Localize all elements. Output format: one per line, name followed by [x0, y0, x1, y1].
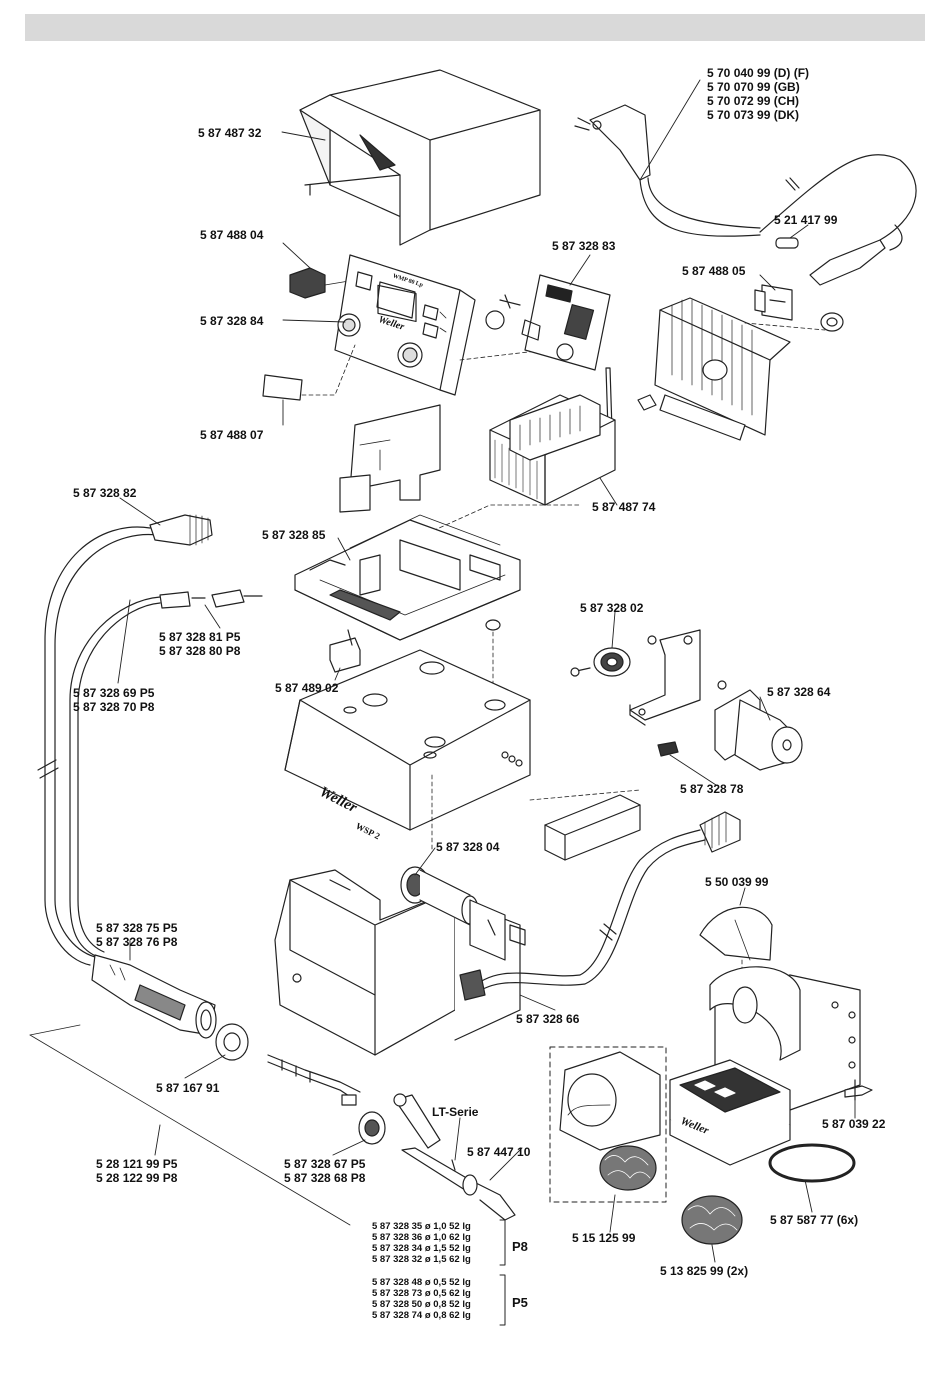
tips-p8-row: 5 87 328 32 ø 1,5 62 lg [372, 1254, 471, 1265]
o-ring-label: 5 87 587 77 (6x) [770, 1213, 859, 1227]
transformer-label: 5 87 487 74 [592, 500, 656, 514]
tips-p5-row: 5 87 328 50 ø 0,8 52 lg [372, 1299, 471, 1310]
station-chassis [274, 869, 521, 1056]
connector-tip-label: 5 87 328 81 P5 5 87 328 80 P8 [159, 630, 240, 658]
motor-bracket [629, 629, 727, 726]
supply-line-p5: 5 87 328 69 P5 [73, 686, 155, 700]
cleaning-tray [669, 1059, 791, 1166]
cleaning-cap [559, 1051, 661, 1151]
transformer [489, 394, 616, 506]
power-cord-label: 5 70 040 99 (D) (F) 5 70 070 99 (GB) 5 7… [707, 66, 809, 122]
tips-p5-row: 5 87 328 48 ø 0,5 52 lg [372, 1277, 471, 1288]
tips-p5-tag: P5 [512, 1295, 528, 1310]
tips-p8-table: 5 87 328 35 ø 1,0 52 lg 5 87 328 36 ø 1,… [372, 1221, 471, 1265]
lt-series-label: LT-Serie [432, 1105, 479, 1119]
tool-cable [37, 514, 213, 966]
blank-plate-label: 5 87 488 07 [200, 428, 264, 442]
tips-p8-row: 5 87 328 36 ø 1,0 62 lg [372, 1232, 471, 1243]
supply-line [69, 589, 263, 959]
tool-set-p5: 5 28 121 99 P5 [96, 1157, 178, 1171]
housing-cover [284, 649, 531, 831]
gear-assembly [570, 635, 657, 677]
feed-tube-label: 5 87 328 67 P5 5 87 328 68 P8 [284, 1157, 365, 1185]
supply-line-p8: 5 87 328 70 P8 [73, 700, 155, 714]
tips-p8-row: 5 87 328 34 ø 1,5 52 lg [372, 1243, 471, 1254]
power-cord-dk: 5 70 073 99 (DK) [707, 108, 800, 122]
feed-tube [267, 1054, 441, 1149]
power-socket [754, 284, 793, 321]
base-label: 5 87 328 85 [262, 528, 326, 542]
power-cord [574, 104, 917, 286]
switch-cap-label: 5 87 328 78 [680, 782, 744, 796]
power-cord-gb: 5 70 070 99 (GB) [707, 80, 800, 94]
drive-roll-label: 5 87 328 04 [436, 840, 500, 854]
feed-hose-label: 5 87 328 66 [516, 1012, 580, 1026]
connector-tip-p5: 5 87 328 81 P5 [159, 630, 241, 644]
steel-wool-2 [681, 1195, 743, 1245]
cleaning-cap-frame [549, 1046, 667, 1203]
tool-set-label: 5 28 121 99 P5 5 28 122 99 P8 [96, 1157, 177, 1185]
handpiece [91, 954, 217, 1039]
insulation-sheet [339, 404, 441, 513]
nozzle [401, 1147, 516, 1221]
wool-label: 5 13 825 99 (2x) [660, 1264, 749, 1278]
leader-lines [117, 79, 856, 1263]
feed-hose [459, 811, 741, 1001]
tips-p5-row: 5 87 328 74 ø 0,8 62 lg [372, 1310, 471, 1321]
nozzle-label: 5 87 447 10 [467, 1145, 531, 1159]
motor-label: 5 87 328 64 [767, 685, 831, 699]
control-pcb [485, 274, 611, 371]
fuse-shape [775, 237, 799, 249]
header-bar [25, 14, 925, 41]
tips-p8-row: 5 87 328 35 ø 1,0 52 lg [372, 1221, 471, 1232]
feed-tube-p5: 5 87 328 67 P5 [284, 1157, 366, 1171]
o-ring-shape [768, 1143, 856, 1183]
nozzle-holder-label: 5 87 039 22 [822, 1117, 886, 1131]
handpiece-p5: 5 87 328 75 P5 [96, 921, 178, 935]
front-panel [334, 254, 476, 396]
tool-set-p8: 5 28 122 99 P8 [96, 1171, 178, 1185]
control-pcb-label: 5 87 328 83 [552, 239, 616, 253]
power-cord-de: 5 70 040 99 (D) (F) [707, 66, 810, 80]
handpiece-label: 5 87 328 75 P5 5 87 328 76 P8 [96, 921, 177, 949]
base-plate [294, 514, 521, 641]
connector-tip-p8: 5 87 328 80 P8 [159, 644, 241, 658]
steel-wool-1 [599, 1145, 657, 1191]
tips-p5-row: 5 87 328 73 ø 0,5 62 lg [372, 1288, 471, 1299]
motor [714, 689, 803, 771]
top-cover [299, 69, 541, 246]
power-cord-ch: 5 70 072 99 (CH) [707, 94, 800, 108]
feed-tube-p8: 5 87 328 68 P8 [284, 1171, 366, 1185]
nozzle-nut-shape [215, 1023, 249, 1061]
connector-block-label: 5 87 489 02 [275, 681, 339, 695]
tips-p5-table: 5 87 328 48 ø 0,5 52 lg 5 87 328 73 ø 0,… [372, 1277, 471, 1321]
sponge-holder [699, 906, 773, 961]
rear-panel [637, 297, 791, 441]
tips-p8-tag: P8 [512, 1239, 528, 1254]
front-panel-label: 5 87 328 84 [200, 314, 264, 328]
top-cover-label: 5 87 487 32 [198, 126, 262, 140]
connector-block-shape [329, 637, 361, 673]
tool-cable-label: 5 87 328 82 [73, 486, 137, 500]
switch-label: 5 87 488 04 [200, 228, 264, 242]
power-switch [289, 267, 326, 299]
socket-label: 5 87 488 05 [682, 264, 746, 278]
sponge-holder-label: 5 50 039 99 [705, 875, 769, 889]
gear-label: 5 87 328 02 [580, 601, 644, 615]
fuse-label: 5 21 417 99 [774, 213, 838, 227]
handpiece-p8: 5 87 328 76 P8 [96, 935, 178, 949]
blank-plate-shape [262, 374, 303, 401]
cleaning-cap-label: 5 15 125 99 [572, 1231, 636, 1245]
spacer-block [544, 794, 641, 861]
nozzle-nut-label: 5 87 167 91 [156, 1081, 220, 1095]
supply-line-label: 5 87 328 69 P5 5 87 328 70 P8 [73, 686, 154, 714]
switch-cap-shape [657, 741, 679, 757]
